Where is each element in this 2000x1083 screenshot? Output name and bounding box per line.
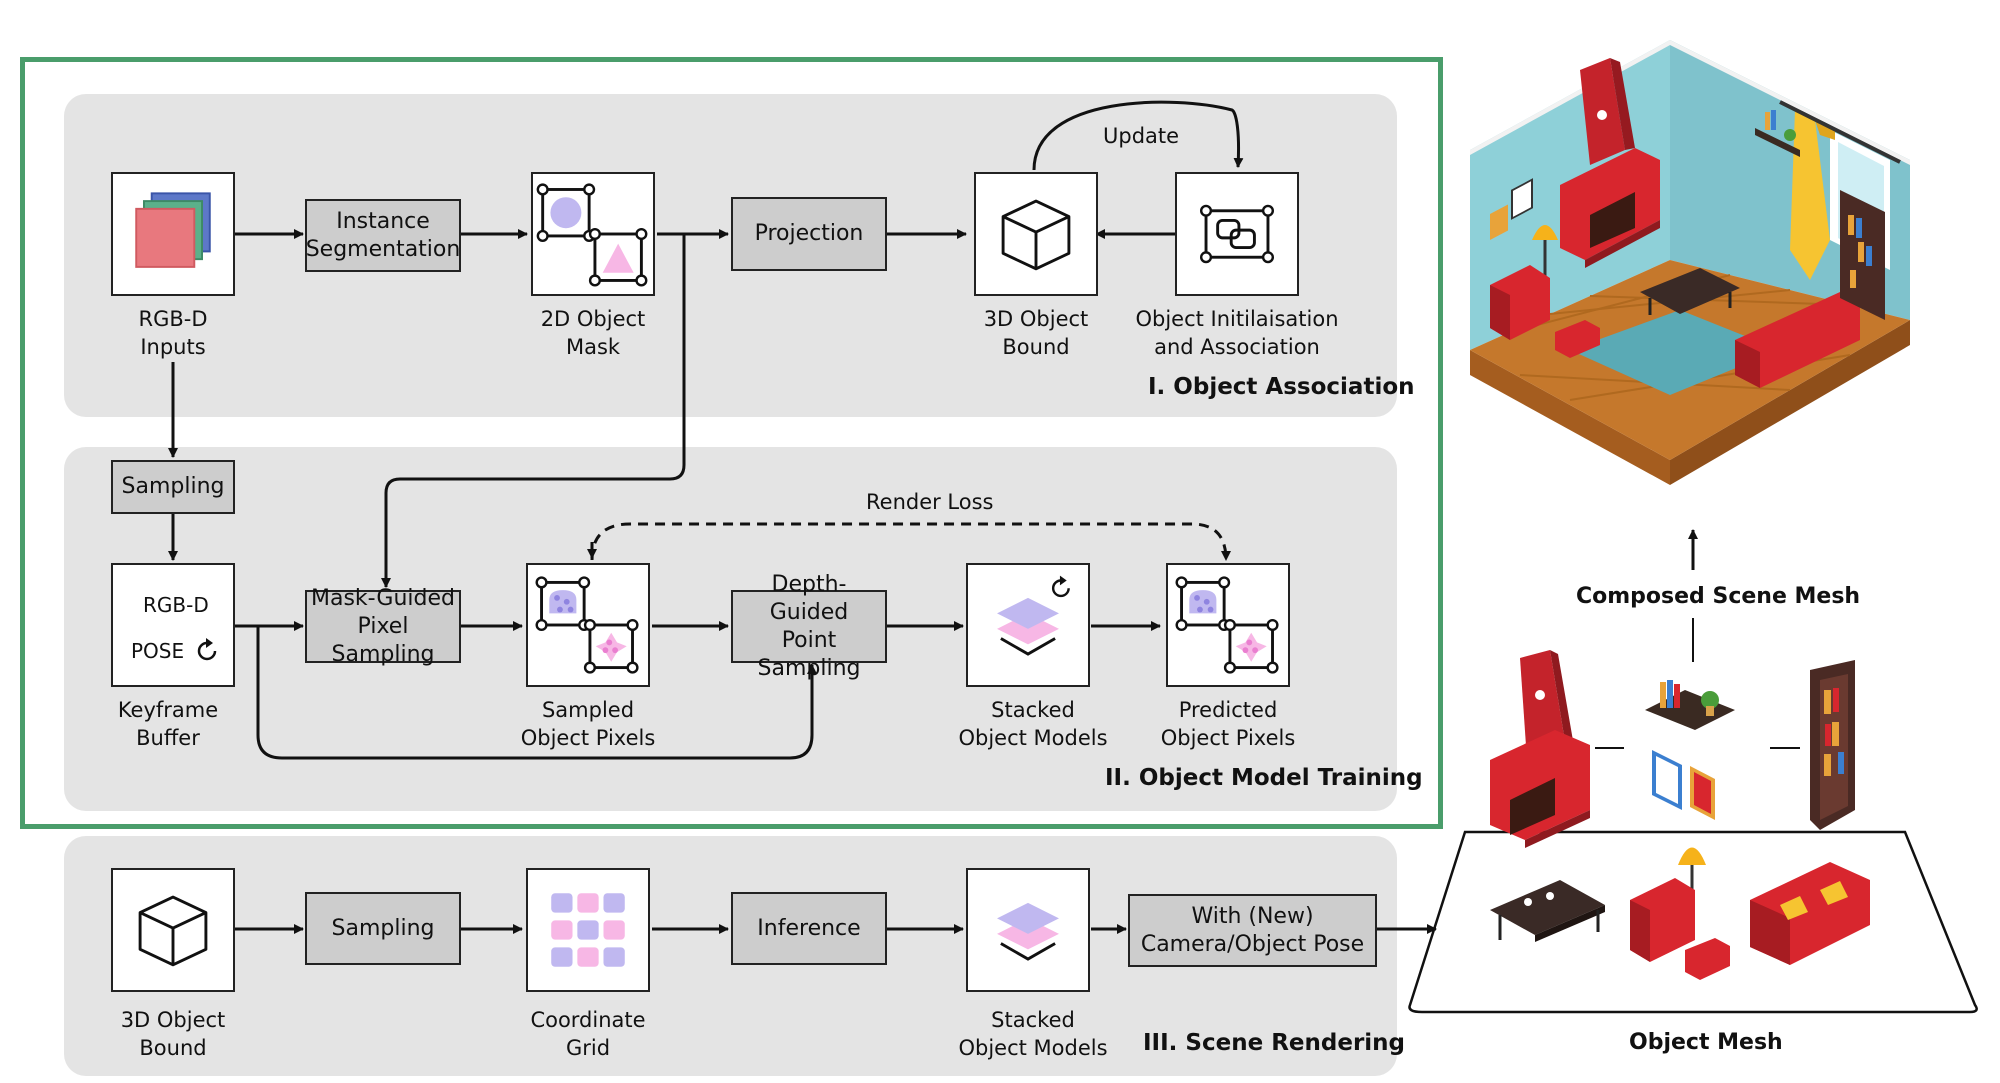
caption-object-mask: 2D Object Mask [540, 307, 646, 359]
cube-icon [138, 895, 208, 967]
association-panel [64, 94, 1397, 417]
caption-keyframe-buffer: Keyframe Buffer [117, 698, 219, 750]
object-init-box [1175, 172, 1299, 296]
caption-coordinate-grid: Coordinate Grid [530, 1008, 646, 1060]
projection-box: Projection [731, 197, 887, 271]
caption-stacked-models: Stacked Object Models [958, 698, 1108, 750]
coordinate-grid-box [526, 868, 650, 992]
refresh-icon [197, 638, 217, 661]
sampled-pixels-box [526, 563, 650, 687]
object-mask-box [531, 172, 655, 296]
cube-icon [1001, 199, 1071, 271]
render-loss-label: Render Loss [866, 490, 994, 514]
caption-sampled-pixels: Sampled Object Pixels [520, 698, 656, 750]
caption-rgbd-inputs: RGB-D Inputs [138, 307, 208, 359]
caption-predicted-pixels: Predicted Object Pixels [1160, 698, 1296, 750]
object-mask-icon [536, 183, 648, 287]
stacked-layers-icon [997, 575, 1070, 656]
composed-scene-mesh-label: Composed Scene Mesh [1576, 584, 1861, 609]
bounding-box-icon [1199, 204, 1275, 264]
keyframe-buffer-box: RGB-D POSE [111, 563, 235, 687]
object-bound-box-row3 [111, 868, 235, 992]
coordinate-grid-icon [551, 893, 625, 967]
furniture-illustration [1490, 650, 1870, 980]
caption-object-bound-row3: 3D Object Bound [120, 1008, 226, 1060]
camera-pose-box: With (New) Camera/Object Pose [1128, 894, 1377, 967]
stacked-models-box-row3 [966, 868, 1090, 992]
caption-object-bound: 3D Object Bound [983, 307, 1089, 359]
sampling-box-row2: Sampling [111, 460, 235, 514]
object-bound-box [974, 172, 1098, 296]
predicted-pixels-box [1166, 563, 1290, 687]
room-scene-illustration [1470, 40, 1910, 485]
caption-object-init: Object Initilaisation and Association [1135, 307, 1339, 359]
depth-guided-sampling-box: Depth-Guided Point Sampling [731, 572, 887, 681]
stacked-layers-icon [997, 902, 1059, 961]
update-label: Update [1103, 124, 1180, 148]
section-title-training: II. Object Model Training [1105, 765, 1423, 791]
section-title-rendering: III. Scene Rendering [1143, 1030, 1406, 1056]
inference-box: Inference [731, 892, 887, 965]
object-mesh-label: Object Mesh [1629, 1030, 1783, 1055]
stacked-models-box [966, 563, 1090, 687]
caption-stacked-models-row3: Stacked Object Models [958, 1008, 1108, 1060]
training-frame [20, 57, 1443, 829]
rgbd-layers-icon [135, 192, 211, 268]
instance-segmentation-box: Instance Segmentation [305, 199, 461, 272]
sampling-box-row3: Sampling [305, 892, 461, 965]
section-title-association: I. Object Association [1148, 374, 1415, 400]
keyframe-pose-label: POSE [131, 639, 185, 663]
object-mask-icon [535, 576, 639, 674]
object-mask-icon [1175, 576, 1279, 674]
keyframe-rgbd-label: RGB-D [143, 593, 209, 617]
mask-guided-sampling-box: Mask-Guided Pixel Sampling [305, 586, 461, 667]
rgbd-inputs-box [111, 172, 235, 296]
